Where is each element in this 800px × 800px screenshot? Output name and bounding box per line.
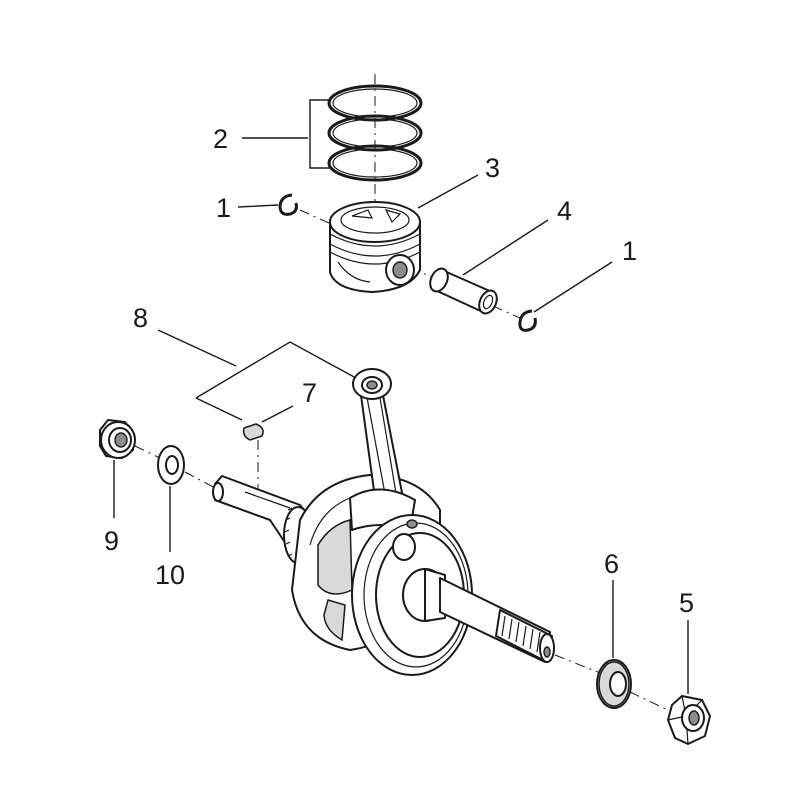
callout-7: 7 [302, 378, 317, 408]
piston [329, 201, 421, 293]
washer-right [596, 659, 632, 709]
circlip-right [518, 309, 537, 332]
piston-pin [429, 267, 498, 315]
callout-5: 5 [679, 588, 694, 618]
circlip-left [278, 193, 298, 216]
callout-1-left: 1 [216, 193, 231, 223]
nut [667, 695, 711, 745]
callout-3: 3 [485, 153, 500, 183]
piston-rings [327, 84, 423, 182]
crankshaft-assembly [212, 368, 555, 676]
callout-10: 10 [155, 560, 185, 590]
callout-4: 4 [557, 196, 572, 226]
callouts: 2 3 1 4 1 8 7 9 10 6 5 [104, 124, 694, 618]
leader-lines [113, 99, 689, 694]
washer-left [157, 445, 185, 485]
callout-1-right: 1 [622, 236, 637, 266]
callout-6: 6 [604, 549, 619, 579]
callout-9: 9 [104, 526, 119, 556]
callout-2: 2 [213, 124, 228, 154]
woodruff-key [242, 423, 264, 441]
flange-nut [99, 419, 136, 459]
callout-8: 8 [133, 303, 148, 333]
